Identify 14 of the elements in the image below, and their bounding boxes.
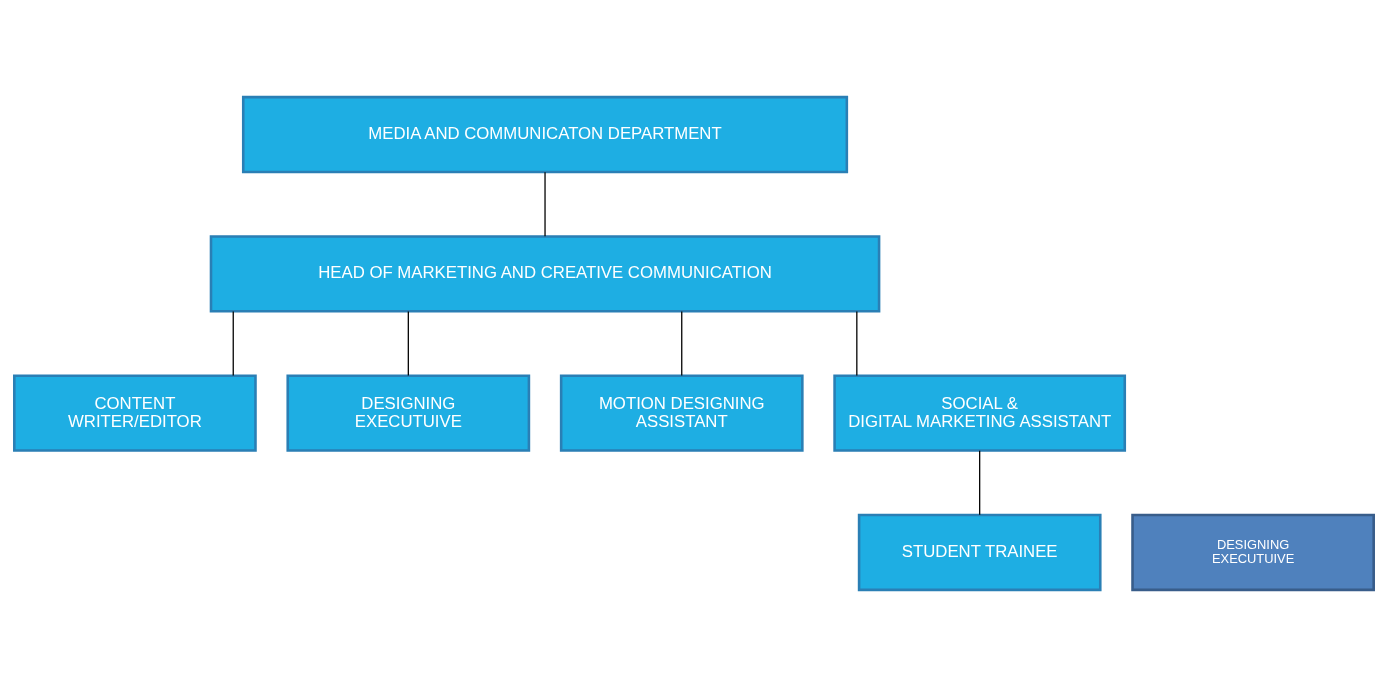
node-box: MEDIA AND COMMUNICATON DEPARTMENT xyxy=(241,95,849,174)
node-box: MOTION DESIGNING ASSISTANT xyxy=(559,374,804,452)
node-box: DESIGNING EXECUTUIVE xyxy=(286,374,531,452)
node-box: DESIGNING EXECUTUIVE xyxy=(1131,513,1375,592)
connector xyxy=(681,310,683,377)
connector xyxy=(856,310,858,377)
connector xyxy=(232,310,234,377)
node-box: SOCIAL & DIGITAL MARKETING ASSISTANT xyxy=(833,374,1127,452)
connector xyxy=(544,171,546,237)
connector xyxy=(407,310,409,377)
connector xyxy=(979,450,981,516)
node-box: HEAD OF MARKETING AND CREATIVE COMMUNICATION xyxy=(209,235,881,313)
node-box: STUDENT TRAINEE xyxy=(857,513,1102,592)
node-box: CONTENT WRITER/EDITOR xyxy=(13,374,257,452)
